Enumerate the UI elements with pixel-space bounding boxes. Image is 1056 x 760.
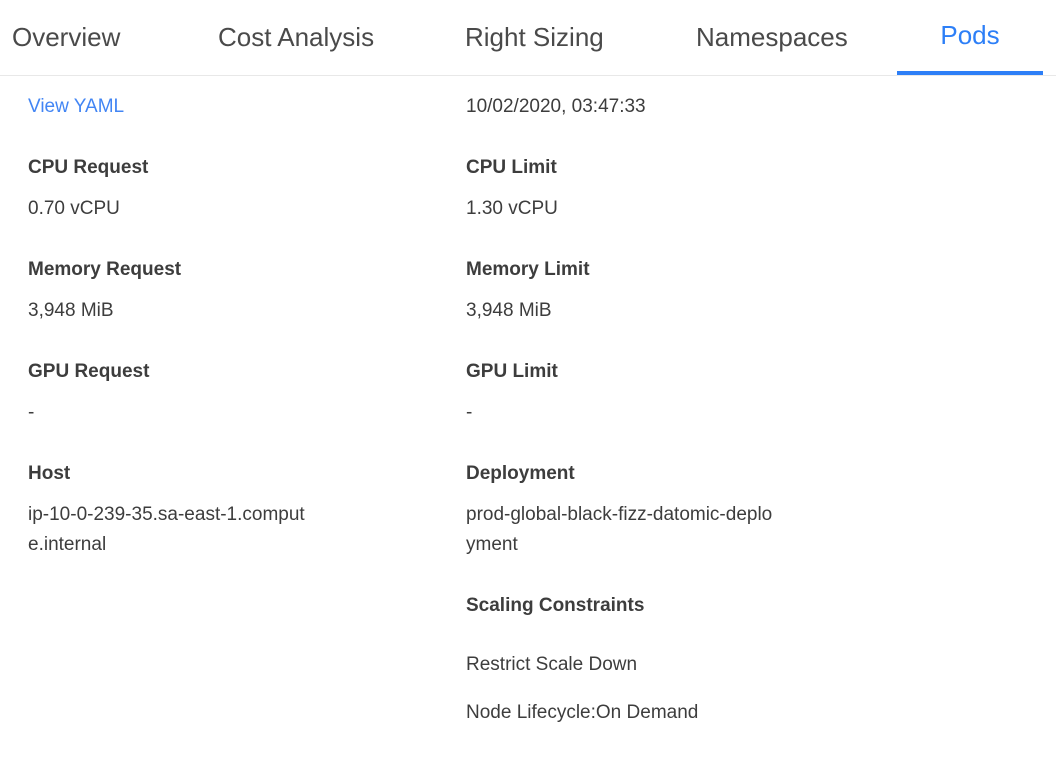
gpu-limit-label: GPU Limit — [466, 361, 558, 382]
field-host: Host ip-10-0-239-35.sa-east-1.compute.in… — [28, 460, 466, 560]
pod-details-panel: View YAML CPU Request 0.70 vCPU Memory R… — [0, 76, 1056, 760]
scaling-constraints-label: Scaling Constraints — [466, 595, 645, 616]
tab-overview[interactable]: Overview — [12, 22, 121, 52]
memory-limit-value: 3,948 MiB — [466, 300, 552, 321]
host-link[interactable]: ip-10-0-239-35.sa-east-1.compute.interna… — [28, 504, 305, 555]
deployment-link[interactable]: prod-global-black-fizz-datomic-deploymen… — [466, 504, 773, 555]
cpu-limit-label: CPU Limit — [466, 157, 557, 178]
last-updated-timestamp: 10/02/2020, 03:47:33 — [466, 96, 646, 117]
deployment-label: Deployment — [466, 463, 575, 484]
memory-request-label: Memory Request — [28, 259, 182, 280]
field-gpu-limit: GPU Limit - — [466, 358, 1056, 428]
scaling-constraint-item: Node Lifecycle:On Demand — [466, 702, 699, 723]
field-deployment: Deployment prod-global-black-fizz-datomi… — [466, 460, 1056, 560]
field-cpu-request: CPU Request 0.70 vCPU — [28, 154, 466, 224]
gpu-request-label: GPU Request — [28, 361, 150, 382]
gpu-request-value: - — [28, 402, 35, 423]
cpu-limit-value: 1.30 vCPU — [466, 198, 558, 219]
gpu-limit-value: - — [466, 402, 473, 423]
tab-right-sizing[interactable]: Right Sizing — [465, 22, 604, 52]
field-memory-limit: Memory Limit 3,948 MiB — [466, 256, 1056, 326]
details-column-right: 10/02/2020, 03:47:33 CPU Limit 1.30 vCPU… — [466, 92, 1056, 760]
memory-limit-label: Memory Limit — [466, 259, 590, 280]
tab-cost-analysis[interactable]: Cost Analysis — [218, 22, 375, 52]
scaling-constraint-item: Restrict Scale Down — [466, 654, 638, 675]
host-label: Host — [28, 463, 71, 484]
field-memory-request: Memory Request 3,948 MiB — [28, 256, 466, 326]
cpu-request-label: CPU Request — [28, 157, 149, 178]
memory-request-value: 3,948 MiB — [28, 300, 114, 321]
field-cpu-limit: CPU Limit 1.30 vCPU — [466, 154, 1056, 224]
field-gpu-request: GPU Request - — [28, 358, 466, 428]
view-yaml-link[interactable]: View YAML — [28, 96, 125, 117]
cpu-request-value: 0.70 vCPU — [28, 198, 120, 219]
tab-pods[interactable]: Pods — [897, 0, 1043, 75]
field-scaling-constraints: Scaling Constraints Restrict Scale Down … — [466, 592, 1056, 728]
tab-namespaces[interactable]: Namespaces — [696, 22, 848, 52]
details-column-left: View YAML CPU Request 0.70 vCPU Memory R… — [28, 92, 466, 760]
tab-bar: Overview Cost Analysis Right Sizing Name… — [0, 0, 1056, 76]
